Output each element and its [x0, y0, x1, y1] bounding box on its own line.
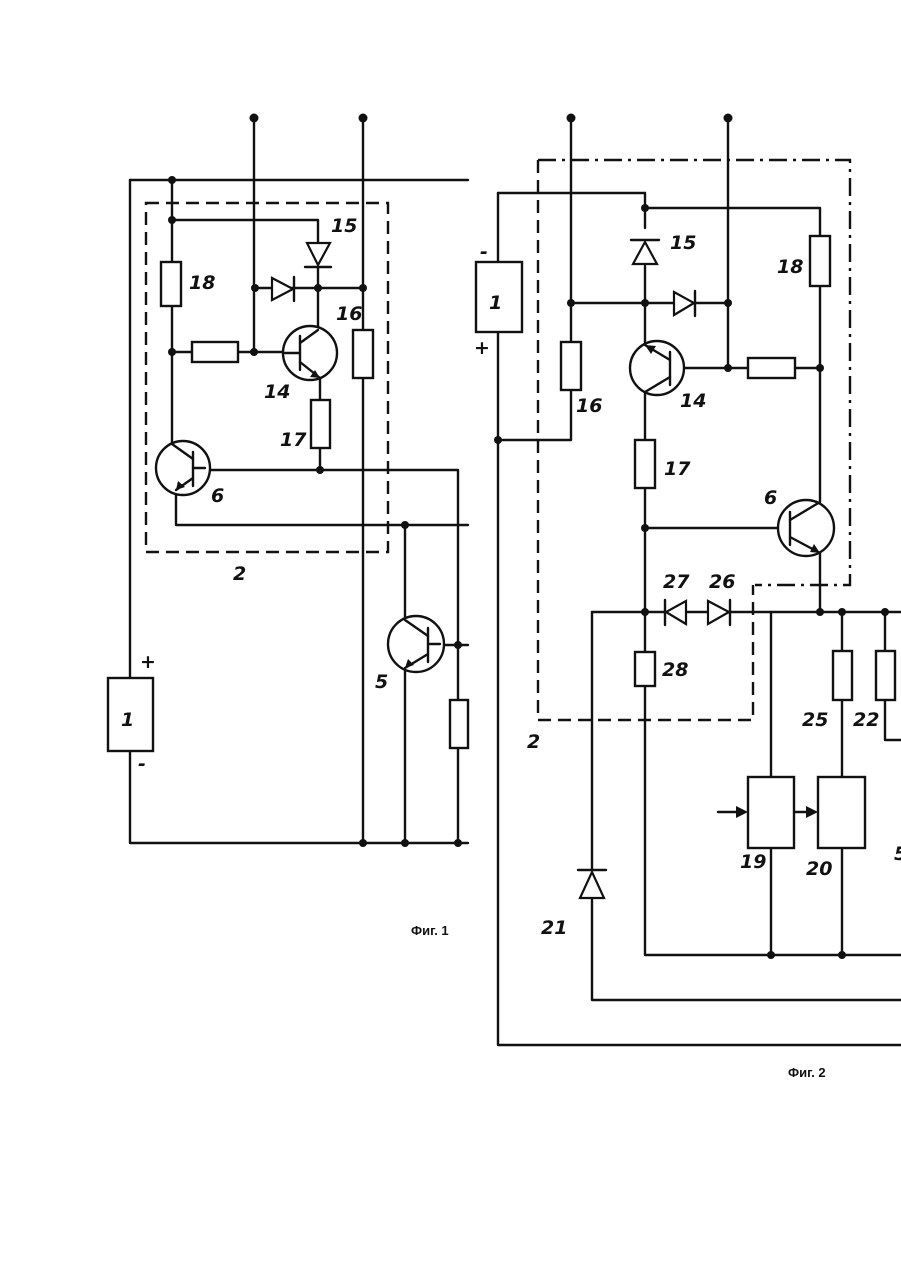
fig2-plus-label: +	[474, 337, 490, 359]
fig2-label-25: 25	[802, 709, 828, 731]
fig1-junctions	[168, 114, 462, 848]
fig2-label-18: 18	[777, 256, 803, 278]
fig2-label-22: 22	[853, 709, 879, 731]
fig1-resistor-18	[161, 262, 181, 306]
fig2-resistor-25	[833, 651, 852, 700]
fig2-label-26: 26	[709, 571, 735, 593]
fig1-diode-15	[305, 243, 331, 267]
fig2-caption: Фиг. 2	[788, 1065, 826, 1080]
fig2-label-cut: 5	[894, 843, 901, 865]
fig1-transistor-6	[156, 441, 210, 495]
fig2-resistor-22	[876, 651, 895, 700]
fig2-resistor-28	[635, 652, 655, 686]
fig1-transistor-14	[283, 326, 337, 380]
fig2-label-19: 19	[740, 851, 766, 873]
fig2-diode-21	[578, 870, 606, 898]
fig2-wiring	[498, 118, 901, 1045]
fig2-label-14: 14	[680, 390, 706, 412]
fig2-label-16: 16	[576, 395, 602, 417]
fig1-label-18: 18	[189, 272, 215, 294]
fig1-caption: Фиг. 1	[411, 923, 449, 938]
figure-1: 1 + -	[108, 114, 468, 939]
fig2-block-19	[748, 777, 794, 848]
fig1-resistor-base	[192, 342, 238, 362]
fig2-resistor-17	[635, 440, 655, 488]
fig2-block-20	[818, 777, 865, 848]
fig1-plus-label: +	[140, 651, 156, 673]
fig2-diode-27	[665, 600, 686, 625]
fig2-label-6: 6	[764, 487, 777, 509]
fig1-label-14: 14	[264, 381, 290, 403]
fig1-transistor-5	[388, 616, 444, 672]
fig1-label-5: 5	[375, 671, 388, 693]
fig2-resistor-16	[561, 342, 581, 390]
fig2-label-27: 27	[663, 571, 690, 593]
fig1-label-6: 6	[211, 485, 224, 507]
fig2-diode-26	[708, 600, 730, 625]
fig2-label-28: 28	[662, 659, 688, 681]
fig1-label-2: 2	[233, 563, 246, 585]
fig2-arrow-19-to-20	[794, 806, 818, 818]
fig2-diode-15	[631, 240, 659, 264]
fig2-transistor-6	[778, 500, 834, 556]
fig1-source-label: 1	[121, 709, 134, 731]
figure-2: 1 - +	[474, 114, 901, 1081]
fig2-label-17: 17	[664, 458, 691, 480]
fig1-resistor-cut	[450, 700, 468, 748]
fig2-input-arrow	[718, 806, 748, 818]
fig2-label-20: 20	[806, 858, 832, 880]
fig2-transistor-14	[630, 341, 684, 395]
fig1-diode-horizontal	[272, 277, 294, 301]
fig1-label-17: 17	[280, 429, 307, 451]
fig2-source-label: 1	[489, 292, 502, 314]
fig1-resistor-17	[311, 400, 330, 448]
fig2-label-15: 15	[670, 232, 696, 254]
fig1-resistor-16	[353, 330, 373, 378]
fig2-label-2: 2	[527, 731, 540, 753]
fig1-label-15: 15	[331, 215, 357, 237]
fig2-resistor-18	[810, 236, 830, 286]
fig2-minus-label: -	[480, 241, 488, 263]
fig1-block-2-boundary	[146, 203, 388, 552]
fig2-label-21: 21	[541, 917, 567, 939]
fig2-diode-horizontal	[674, 291, 695, 316]
fig2-resistor-base	[748, 358, 795, 378]
fig1-label-16: 16	[336, 303, 362, 325]
fig1-minus-label: -	[138, 753, 146, 775]
